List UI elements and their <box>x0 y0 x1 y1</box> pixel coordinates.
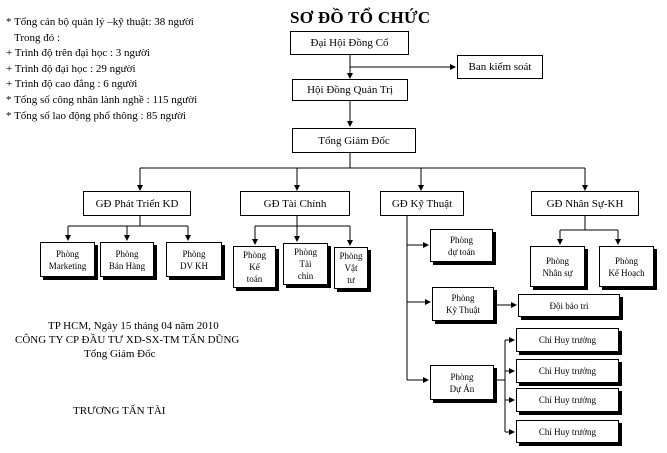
node-tong-giam-doc: Tổng Giám Đốc <box>292 128 416 153</box>
node-gd-ky-thuat: GĐ Kỹ Thuật <box>380 191 464 216</box>
stat-postgraduate: + Trình độ trên đại học : 3 người <box>6 47 150 59</box>
node-chi-huy-truong-4: Chỉ Huy trưởng <box>516 420 619 443</box>
stat-college: + Trình độ cao đẳng : 6 người <box>6 78 138 90</box>
signature-position: Tổng Giám Đốc <box>84 348 156 360</box>
node-chi-huy-truong-2: Chỉ Huy trưởng <box>516 359 619 383</box>
node-gd-tai-chinh: GĐ Tài Chính <box>240 191 350 216</box>
stat-general-labor: * Tổng số lao động phổ thông : 85 người <box>6 110 186 122</box>
node-chi-huy-truong-3: Chỉ Huy trưởng <box>516 388 619 412</box>
node-ban-kiem-soat: Ban kiểm soát <box>457 55 543 79</box>
node-doi-bao-tri: Đội bảo trì <box>518 294 620 317</box>
chart-title: SƠ ĐỒ TỔ CHỨC <box>290 8 431 27</box>
stat-breakdown-label: Trong đó : <box>14 32 61 44</box>
node-dai-hoi-dong-co-dong: Đại Hội Đồng Cổ <box>290 31 409 55</box>
node-hoi-dong-quan-tri: Hội Đồng Quản Trị <box>292 79 408 101</box>
signature-name: TRƯƠNG TẤN TÀI <box>73 405 166 417</box>
node-chi-huy-truong-1: Chỉ Huy trưởng <box>516 328 619 352</box>
stat-total-managers: * Tổng cán bộ quản lý –kỹ thuật: 38 ngườ… <box>6 16 194 28</box>
node-gd-nhan-su-kh: GĐ Nhân Sự-KH <box>531 191 639 216</box>
stat-university: + Trình độ đại học : 29 người <box>6 63 136 75</box>
stat-skilled-workers: * Tổng số công nhân lành nghề : 115 ngườ… <box>6 94 198 106</box>
signature-place-date: TP HCM, Ngày 15 tháng 04 năm 2010 <box>48 320 219 332</box>
node-gd-phat-trien-kd: GĐ Phát Triển KD <box>83 191 191 216</box>
signature-company: CÔNG TY CP ĐẦU TƯ XD-SX-TM TẤN DŨNG <box>15 334 240 346</box>
